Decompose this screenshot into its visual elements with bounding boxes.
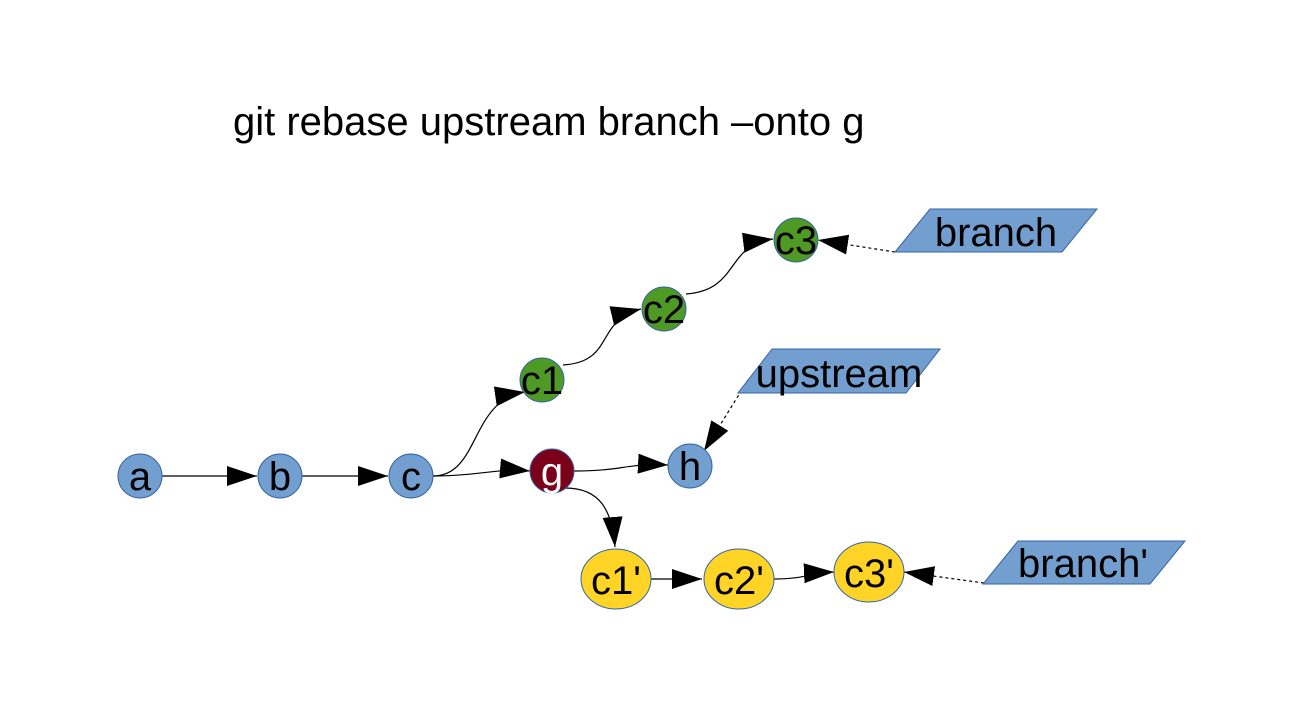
ref-label-branch-prime-text: branch': [1018, 542, 1148, 586]
commit-h: h: [667, 443, 713, 489]
commit-c1-prime-label: c1': [591, 559, 641, 603]
commit-c3: c3: [773, 217, 819, 263]
ref-edges: [703, 234, 985, 586]
commit-c: c: [388, 453, 434, 499]
commit-g-shape: [529, 448, 575, 494]
commit-c3-prime-label: c3': [844, 552, 894, 596]
commit-c3-label: c3: [775, 219, 817, 263]
edges: [162, 232, 835, 589]
commit-a-shape: [117, 453, 163, 499]
commit-h-label: h: [679, 445, 701, 489]
edge-c2p-c3p: [773, 563, 835, 584]
ref-branchp-to-c3p: [903, 566, 985, 586]
commit-c3-shape: [773, 217, 819, 263]
commit-c1: c1: [519, 357, 565, 403]
ref-label-upstream-shape: [736, 348, 942, 394]
commit-c1-label: c1: [521, 359, 563, 403]
commit-c2-label: c2: [643, 288, 685, 332]
ref-branch-to-c3: [817, 234, 896, 255]
commit-c2: c2: [641, 286, 687, 332]
commit-g: g: [529, 448, 575, 494]
commit-a: a: [117, 453, 163, 499]
edge-c1-c2: [562, 306, 642, 366]
ref-label-branch-text: branch: [935, 211, 1057, 255]
commit-c2-shape: [641, 286, 687, 332]
commit-c1-prime: c1': [580, 548, 652, 610]
commit-g-label: g: [541, 450, 563, 494]
ref-label-upstream-text: upstream: [756, 352, 923, 396]
commit-b: b: [257, 453, 303, 499]
commit-h-shape: [667, 443, 713, 489]
commit-c2-prime-label: c2': [714, 559, 764, 603]
commit-c3-prime: c3': [833, 541, 905, 603]
commit-b-label: b: [269, 455, 291, 499]
commit-c2-prime-shape: [703, 548, 775, 610]
commit-c-label: c: [401, 455, 421, 499]
diagram-title: git rebase upstream branch –onto g: [233, 100, 865, 144]
commit-b-shape: [257, 453, 303, 499]
edge-g-c1p: [564, 487, 623, 548]
commit-c-shape: [388, 453, 434, 499]
ref-label-branch: branch: [893, 208, 1099, 255]
ref-label-branch-shape: [893, 208, 1099, 253]
commit-c1-prime-shape: [580, 548, 652, 610]
ref-label-branch-prime: branch': [981, 540, 1187, 586]
ref-label-upstream: upstream: [736, 348, 942, 396]
edge-c-g: [432, 458, 531, 479]
commit-c3-prime-shape: [833, 541, 905, 603]
edge-g-h: [573, 453, 669, 474]
commit-a-label: a: [129, 455, 152, 499]
edge-c2-c3: [685, 232, 774, 295]
ref-label-branch-prime-shape: [981, 540, 1187, 585]
commit-c2-prime: c2': [703, 548, 775, 610]
commit-c1-shape: [519, 357, 565, 403]
edge-c-c1: [432, 386, 526, 477]
